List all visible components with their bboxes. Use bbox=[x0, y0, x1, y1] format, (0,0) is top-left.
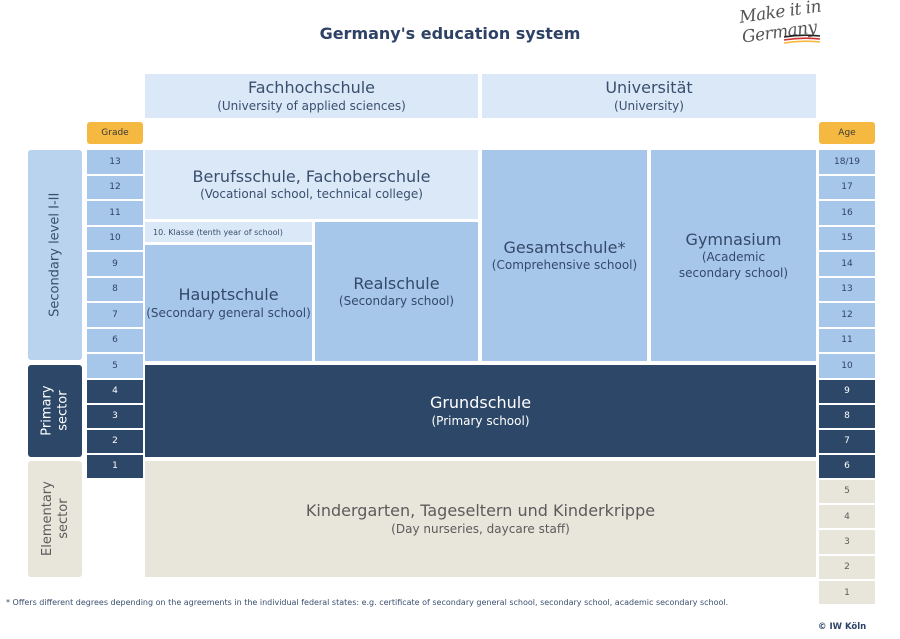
realschule-desc: (Secondary school) bbox=[338, 294, 455, 308]
fachhochschule-block: Fachhochschule (University of applied sc… bbox=[145, 74, 478, 118]
primary-sector-line2: sector bbox=[55, 390, 70, 432]
age-tag: Age bbox=[819, 122, 875, 144]
fachhochschule-desc: (University of applied sciences) bbox=[217, 98, 406, 113]
fachhochschule-name: Fachhochschule bbox=[247, 78, 376, 98]
gesamtschule-name: Gesamtschule* bbox=[503, 237, 626, 257]
hauptschule-name: Hauptschule bbox=[178, 285, 279, 305]
hauptschule-block: Hauptschule (Secondary general school) bbox=[145, 245, 312, 361]
universitaet-desc: (University) bbox=[614, 98, 684, 113]
age-cell: 4 bbox=[819, 504, 875, 531]
age-cell: 11 bbox=[819, 328, 875, 354]
grade-cell: 7 bbox=[87, 303, 143, 329]
realschule-block: Realschule (Secondary school) bbox=[315, 222, 478, 361]
age-cell: 3 bbox=[819, 530, 875, 556]
primary-sector-line1: Primary bbox=[39, 385, 55, 437]
age-cell: 1 bbox=[819, 581, 875, 607]
grade-column: 13 12 11 10 9 8 7 6 5 4 3 2 1 bbox=[87, 150, 143, 480]
berufsschule-name: Berufsschule, Fachoberschule bbox=[192, 166, 431, 186]
kindergarten-block: Kindergarten, Tageseltern und Kinderkrip… bbox=[145, 461, 816, 577]
grade-cell: 9 bbox=[87, 252, 143, 278]
age-cell: 17 bbox=[819, 175, 875, 201]
grade-cell: 3 bbox=[87, 404, 143, 430]
age-cell: 8 bbox=[819, 404, 875, 430]
age-cell: 12 bbox=[819, 303, 875, 329]
gymnasium-desc-line2: secondary school) bbox=[678, 266, 789, 281]
hauptschule-desc: (Secondary general school) bbox=[146, 305, 311, 320]
universitaet-name: Universität bbox=[605, 78, 693, 98]
age-cell: 13 bbox=[819, 277, 875, 303]
elementary-sector-line2: sector bbox=[55, 498, 71, 540]
age-cell: 16 bbox=[819, 201, 875, 227]
secondary-sector-label: Secondary level I-II bbox=[28, 150, 82, 360]
age-cell: 2 bbox=[819, 555, 875, 582]
grundschule-desc: (Primary school) bbox=[431, 413, 530, 428]
gymnasium-block: Gymnasium (Academic secondary school) bbox=[651, 150, 816, 361]
age-cell: 6 bbox=[819, 454, 875, 480]
grundschule-name: Grundschule bbox=[429, 393, 532, 413]
elementary-sector-line1: Elementary bbox=[39, 481, 55, 557]
age-cell: 5 bbox=[819, 479, 875, 505]
flag-stripes-icon bbox=[783, 34, 821, 44]
grade-cell: 10 bbox=[87, 226, 143, 252]
grade-cell: 1 bbox=[87, 454, 143, 480]
gymnasium-desc-line1: (Academic bbox=[701, 249, 766, 264]
age-cell: 10 bbox=[819, 354, 875, 380]
berufsschule-desc: (Vocational school, technical college) bbox=[200, 187, 423, 201]
credit: © IW Köln bbox=[818, 622, 867, 632]
kindergarten-desc: (Day nurseries, daycare staff) bbox=[391, 521, 570, 536]
realschule-name: Realschule bbox=[353, 273, 440, 293]
footnote: * Offers different degrees depending on … bbox=[6, 598, 729, 607]
grade-cell: 4 bbox=[87, 379, 143, 405]
age-cell: 7 bbox=[819, 429, 875, 455]
grade-cell: 2 bbox=[87, 429, 143, 455]
gesamtschule-block: Gesamtschule* (Comprehensive school) bbox=[482, 150, 647, 361]
age-cell: 9 bbox=[819, 379, 875, 405]
tenth-grade-block: 10. Klasse (tenth year of school) bbox=[145, 222, 312, 242]
grade-tag: Grade bbox=[87, 122, 143, 144]
age-column: 18/19 17 16 15 14 13 12 11 10 9 8 7 6 5 … bbox=[819, 150, 875, 607]
gesamtschule-desc: (Comprehensive school) bbox=[491, 258, 638, 272]
grade-cell: 12 bbox=[87, 175, 143, 201]
grade-cell: 11 bbox=[87, 201, 143, 227]
kindergarten-name: Kindergarten, Tageseltern und Kinderkrip… bbox=[305, 501, 656, 521]
grade-cell: 13 bbox=[87, 150, 143, 176]
grade-cell: 6 bbox=[87, 328, 143, 354]
age-cell: 14 bbox=[819, 252, 875, 278]
page-title: Germany's education system bbox=[319, 24, 581, 43]
gymnasium-name: Gymnasium bbox=[685, 229, 782, 249]
universitaet-block: Universität (University) bbox=[482, 74, 816, 118]
grade-cell: 5 bbox=[87, 354, 143, 380]
age-cell: 18/19 bbox=[819, 150, 875, 176]
berufsschule-block: Berufsschule, Fachoberschule (Vocational… bbox=[145, 150, 478, 219]
secondary-sector-text: Secondary level I-II bbox=[47, 192, 63, 318]
age-cell: 15 bbox=[819, 226, 875, 252]
grade-cell: 8 bbox=[87, 277, 143, 303]
grundschule-block: Grundschule (Primary school) bbox=[145, 365, 816, 457]
